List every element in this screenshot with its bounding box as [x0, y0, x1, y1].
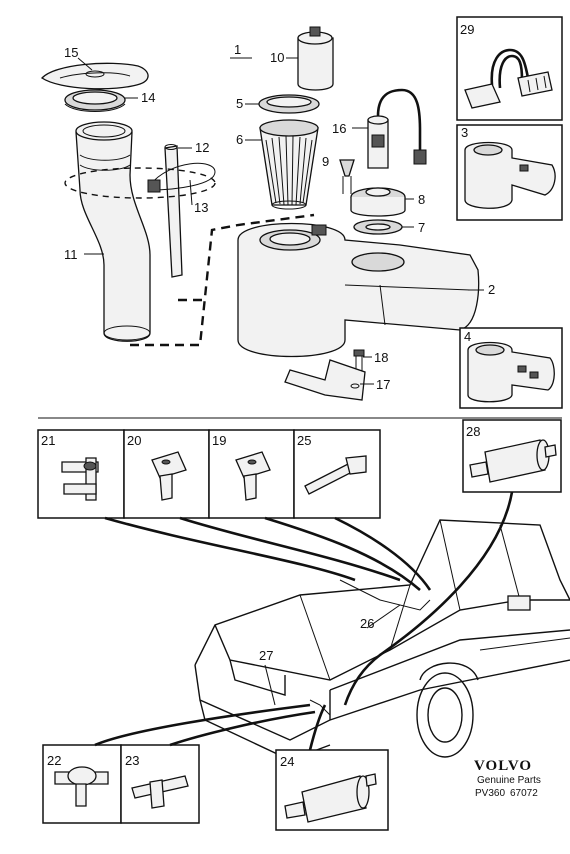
label-23: 23	[125, 753, 139, 768]
label-8: 8	[418, 192, 425, 207]
label-24: 24	[280, 754, 294, 769]
label-17: 17	[376, 377, 390, 392]
box-21	[37, 429, 125, 519]
label-13: 13	[194, 200, 208, 215]
part-21-tee	[61, 457, 99, 501]
label-19: 19	[212, 433, 226, 448]
part-4-reservoir-alt	[467, 341, 555, 403]
label-22: 22	[47, 753, 61, 768]
volvo-logo: VOLVO	[474, 758, 532, 774]
part-10-cylinder	[297, 26, 334, 91]
label-21: 21	[41, 433, 55, 448]
label-12: 12	[195, 140, 209, 155]
part-3-reservoir-alt	[464, 141, 556, 209]
car-outline	[194, 519, 570, 761]
part-7-washer	[353, 219, 403, 235]
part-22-connector	[54, 766, 109, 807]
label-18: 18	[374, 350, 388, 365]
label-7: 7	[418, 220, 425, 235]
part-25-pin	[304, 455, 367, 495]
label-1: 1	[234, 42, 241, 57]
part-19-nozzle	[235, 451, 271, 501]
label-9: 9	[322, 154, 329, 169]
part-28-filter	[469, 439, 557, 483]
label-5: 5	[236, 96, 243, 111]
part-20-nozzle	[151, 451, 187, 501]
label-2: 2	[488, 282, 495, 297]
part-23-tee	[131, 775, 189, 809]
part-9-grommet	[339, 159, 355, 194]
label-25: 25	[297, 433, 311, 448]
label-6: 6	[236, 132, 243, 147]
label-27: 27	[259, 648, 273, 663]
part-29-connector	[464, 48, 553, 109]
part-14-ring	[64, 89, 126, 112]
part-16-pump	[367, 88, 427, 169]
part-11-filler-pipe	[75, 121, 151, 342]
label-11: 11	[64, 247, 78, 262]
part-17-bracket	[284, 359, 366, 401]
part-24-filter	[284, 773, 377, 823]
catalog-code-number: 67072	[510, 788, 538, 799]
label-16: 16	[332, 121, 346, 136]
part-15-cap	[41, 62, 149, 90]
label-10: 10	[270, 50, 284, 65]
label-15: 15	[64, 45, 78, 60]
label-4: 4	[464, 329, 471, 344]
part-6-filter	[259, 119, 319, 210]
catalog-code-prefix: PV360	[475, 788, 505, 799]
label-20: 20	[127, 433, 141, 448]
label-28: 28	[466, 424, 480, 439]
part-13-clamp	[147, 162, 216, 206]
part-12-hose	[164, 144, 183, 278]
label-29: 29	[460, 22, 474, 37]
label-14: 14	[141, 90, 155, 105]
part-5-ring	[258, 94, 320, 114]
part-2-reservoir	[237, 222, 480, 358]
label-3: 3	[461, 125, 468, 140]
label-26: 26	[360, 616, 374, 631]
part-8-nut	[350, 187, 406, 217]
genuine-parts-text: Genuine Parts	[477, 775, 541, 786]
